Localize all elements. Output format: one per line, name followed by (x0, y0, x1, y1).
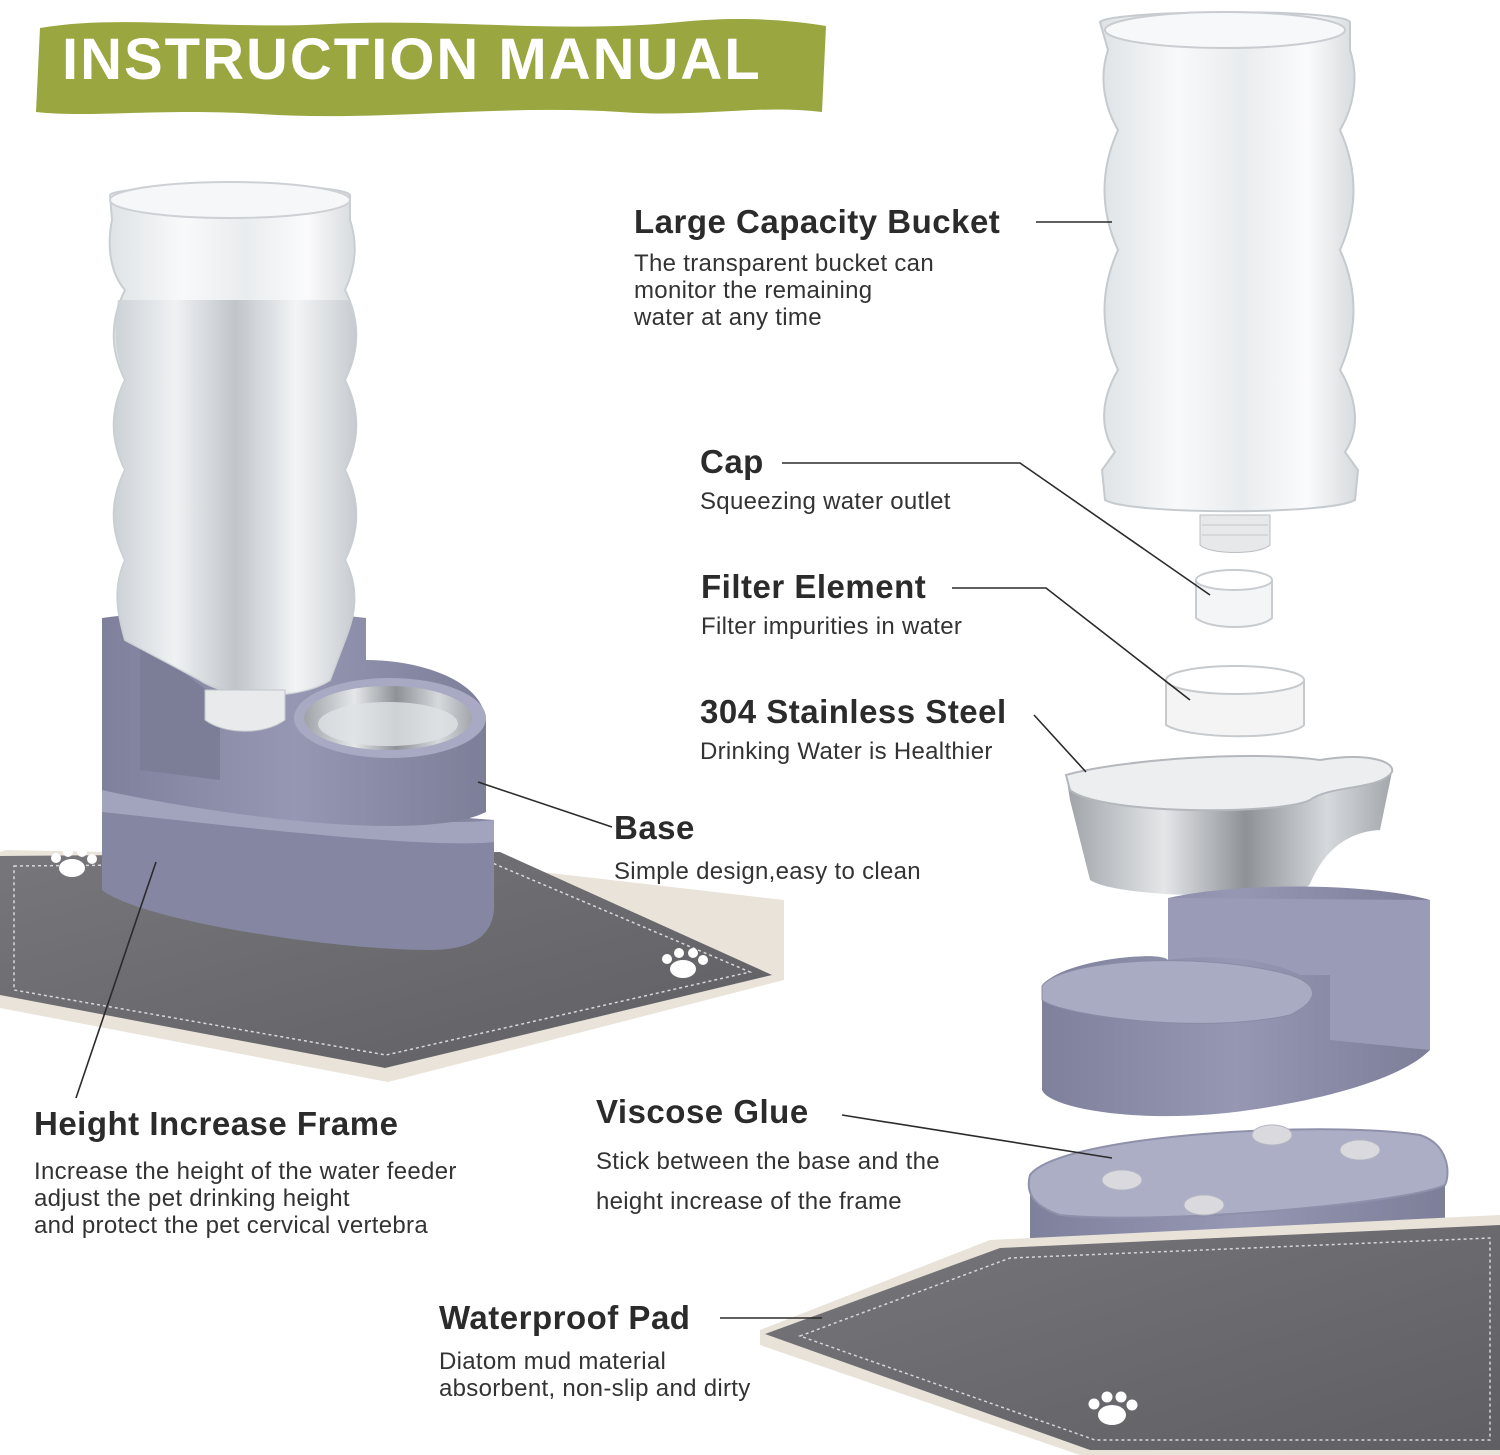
bucket-description: The transparent bucket can monitor the r… (634, 250, 934, 331)
frame-title: Height Increase Frame (34, 1105, 399, 1142)
bucket-part (1098, 11, 1360, 553)
label-base: Base Simple design,easy to clean (614, 808, 921, 885)
right-mat (760, 1215, 1500, 1455)
cap-description: Squeezing water outlet (700, 488, 951, 515)
bucket-title: Large Capacity Bucket (634, 203, 1001, 240)
paw-print-icon (1088, 1391, 1138, 1425)
label-frame: Height Increase Frame Increase the heigh… (34, 1104, 457, 1239)
cap-part (1195, 569, 1273, 628)
steel-description: Drinking Water is Healthier (700, 738, 993, 765)
filter-title: Filter Element (701, 568, 927, 605)
label-glue: Viscose Glue Stick between the base and … (596, 1092, 940, 1222)
paw-print-icon (51, 847, 708, 978)
filter-part (1165, 665, 1305, 738)
glue-dots (1101, 1124, 1381, 1216)
base-description: Simple design,easy to clean (614, 858, 921, 885)
label-bucket: Large Capacity Bucket The transparent bu… (634, 202, 1000, 331)
label-steel: 304 Stainless Steel Drinking Water is He… (700, 692, 1007, 765)
frame-description: Increase the height of the water feeder … (34, 1158, 457, 1239)
glue-title: Viscose Glue (596, 1093, 809, 1130)
label-cap: Cap Squeezing water outlet (700, 442, 951, 515)
base-part (1041, 886, 1430, 1117)
leader-lines (75, 221, 1211, 1319)
pad-description: Diatom mud material absorbent, non-slip … (439, 1348, 751, 1402)
filter-description: Filter impurities in water (701, 613, 963, 640)
base-title: Base (614, 809, 695, 846)
glue-description: Stick between the base and the height in… (596, 1148, 940, 1215)
page-title: INSTRUCTION MANUAL (62, 27, 762, 92)
cap-title: Cap (700, 443, 764, 480)
assembled-bottle (108, 181, 358, 732)
label-filter: Filter Element Filter impurities in wate… (701, 567, 962, 640)
steel-bowl-part (1064, 754, 1394, 896)
pad-title: Waterproof Pad (439, 1299, 691, 1336)
label-pad: Waterproof Pad Diatom mud material absor… (439, 1298, 751, 1402)
steel-title: 304 Stainless Steel (700, 693, 1007, 730)
exploded-parts (760, 11, 1500, 1455)
assembled-feeder (0, 181, 784, 1082)
banner-shape (36, 19, 826, 117)
